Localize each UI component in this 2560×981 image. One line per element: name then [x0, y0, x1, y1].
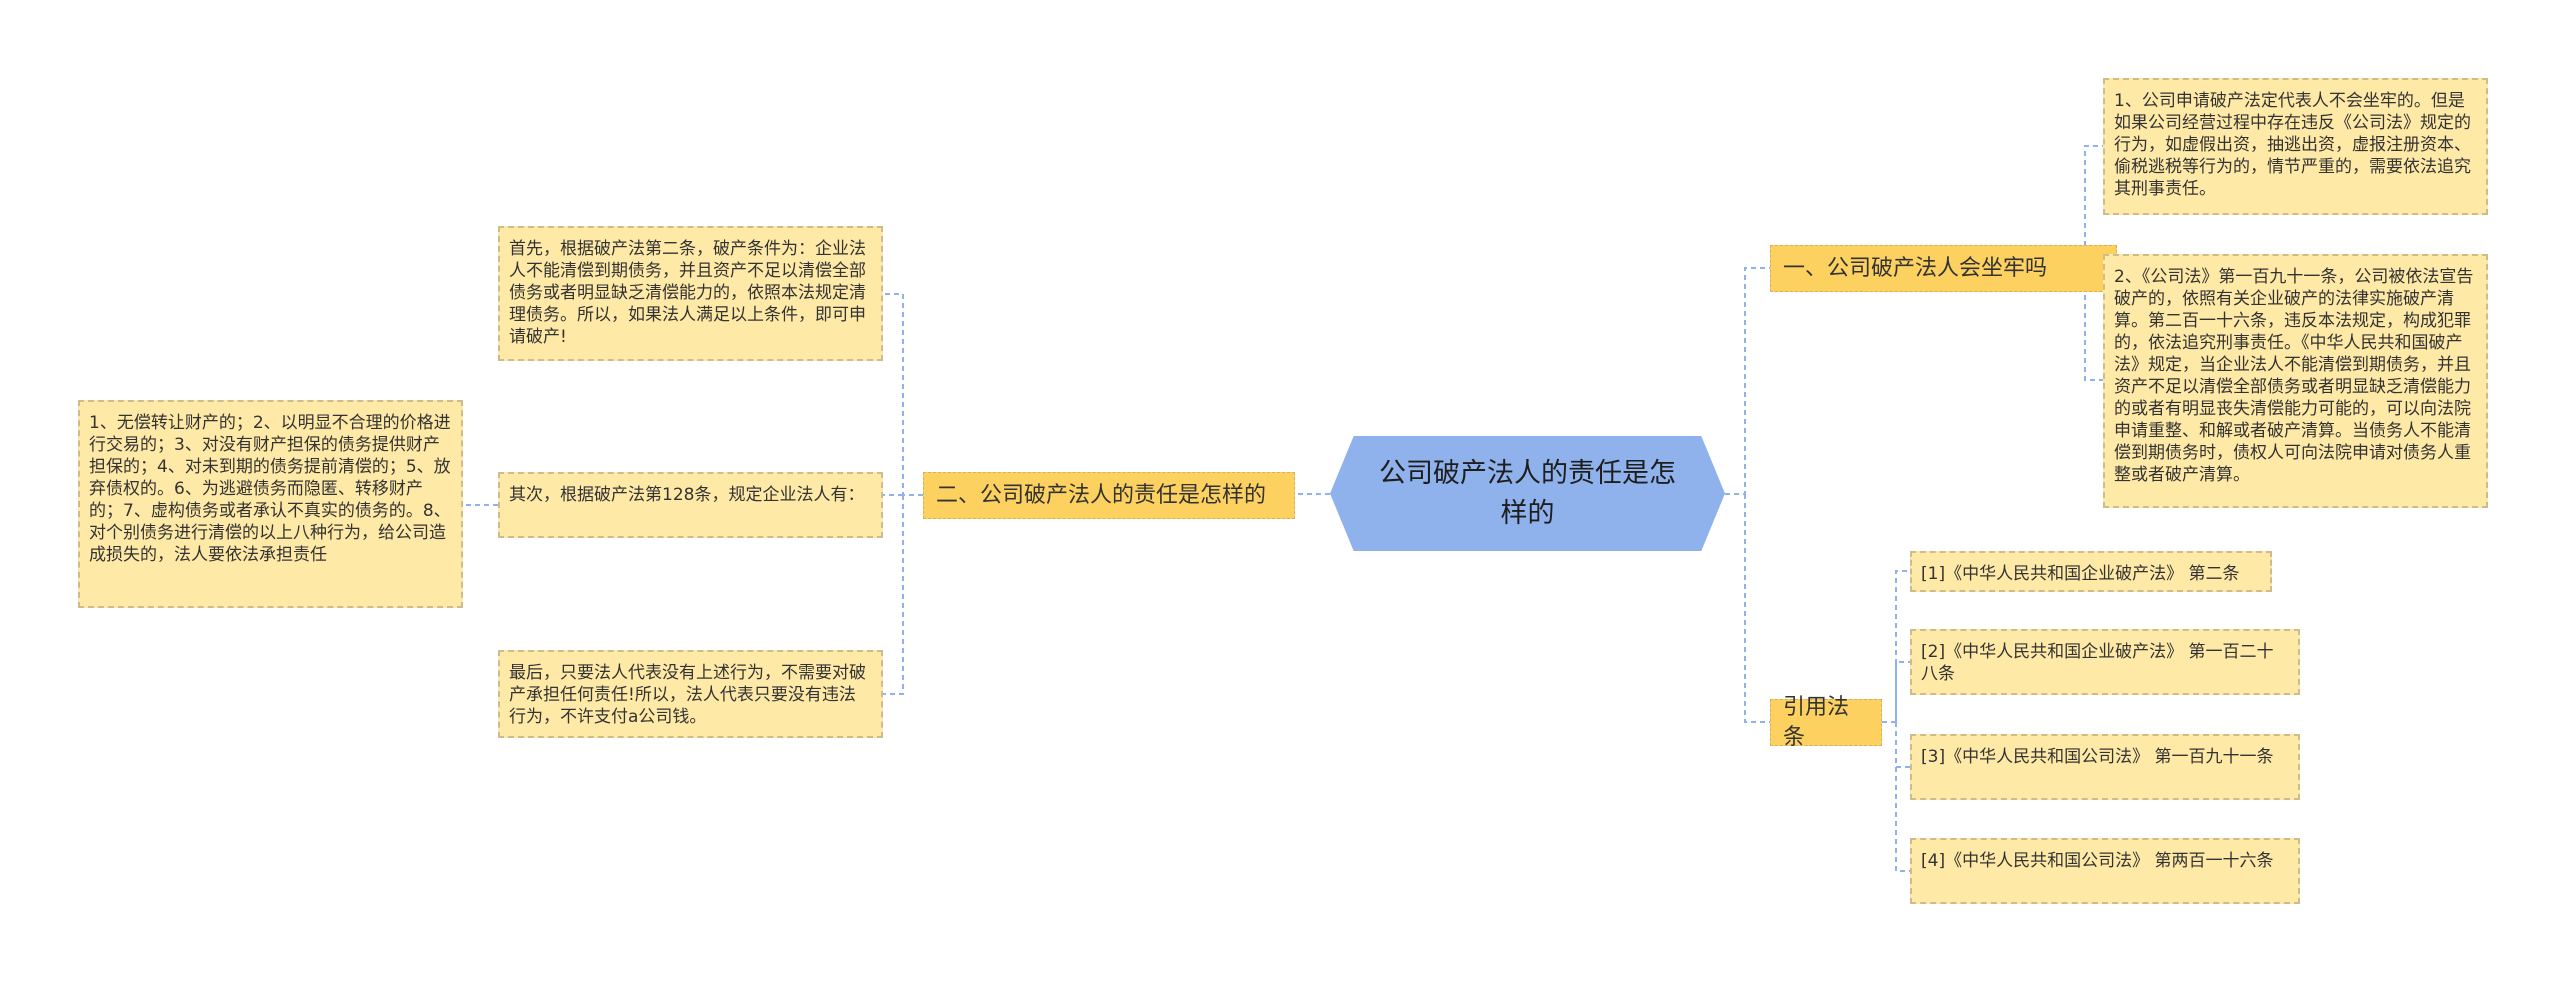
leaf-citation-2[interactable]: [2]《中华人民共和国企业破产法》 第一百二十八条 — [1910, 629, 2300, 695]
leaf-text: 首先，根据破产法第二条，破产条件为：企业法人不能清偿到期债务，并且资产不足以清偿… — [509, 239, 866, 347]
leaf-text: [4]《中华人民共和国公司法》 第两百一十六条 — [1921, 851, 2274, 871]
leaf-eight-prohibited-acts[interactable]: 1、无偿转让财产的；2、以明显不合理的价格进行交易的；3、对没有财产担保的债务提… — [78, 400, 463, 608]
leaf-text: 1、无偿转让财产的；2、以明显不合理的价格进行交易的；3、对没有财产担保的债务提… — [89, 413, 451, 565]
leaf-citation-3[interactable]: [3]《中华人民共和国公司法》 第一百九十一条 — [1910, 734, 2300, 800]
connector-branch3-citation3 — [1895, 722, 1910, 768]
leaf-text: [3]《中华人民共和国公司法》 第一百九十一条 — [1921, 747, 2274, 767]
leaf-jail-answer-1[interactable]: 1、公司申请破产法定代表人不会坐牢的。但是如果公司经营过程中存在违反《公司法》规… — [2103, 78, 2488, 215]
connector-branch3-citation2 — [1895, 661, 1910, 722]
root-topic-label: 公司破产法人的责任是怎样的 — [1379, 457, 1676, 529]
leaf-text: 最后，只要法人代表没有上述行为，不需要对破产承担任何责任!所以，法人代表只要没有… — [509, 663, 866, 727]
connector-branch2-leaf1 — [883, 293, 923, 496]
root-topic[interactable]: 公司破产法人的责任是怎样的 — [1330, 436, 1725, 551]
branch-liability-of-legal-person[interactable]: 二、公司破产法人的责任是怎样的 — [923, 472, 1295, 519]
branch-cited-statutes[interactable]: 引用法条 — [1770, 695, 1882, 750]
connector-root-branch1 — [1725, 267, 1770, 495]
branch-will-legal-person-go-to-jail[interactable]: 一、公司破产法人会坐牢吗 — [1770, 245, 2117, 292]
connector-branch2-leaf3 — [883, 495, 904, 695]
leaf-text: 1、公司申请破产法定代表人不会坐牢的。但是如果公司经营过程中存在违反《公司法》规… — [2114, 91, 2471, 199]
branch-label: 引用法条 — [1783, 694, 1850, 750]
leaf-jail-answer-2[interactable]: 2、《公司法》第一百九十一条，公司被依法宣告破产的，依照有关企业破产的法律实施破… — [2103, 254, 2488, 508]
leaf-second-article-128[interactable]: 其次，根据破产法第128条，规定企业法人有： — [498, 472, 883, 538]
leaf-text: 2、《公司法》第一百九十一条，公司被依法宣告破产的，依照有关企业破产的法律实施破… — [2114, 267, 2474, 485]
branch-label: 二、公司破产法人的责任是怎样的 — [936, 482, 1267, 508]
leaf-citation-4[interactable]: [4]《中华人民共和国公司法》 第两百一十六条 — [1910, 838, 2300, 904]
leaf-text: [1]《中华人民共和国企业破产法》 第二条 — [1921, 564, 2240, 584]
branch-label: 一、公司破产法人会坐牢吗 — [1783, 255, 2048, 281]
connector-branch3-citation4 — [1895, 722, 1910, 872]
leaf-text: [2]《中华人民共和国企业破产法》 第一百二十八条 — [1921, 642, 2274, 684]
leaf-finally-no-liability[interactable]: 最后，只要法人代表没有上述行为，不需要对破产承担任何责任!所以，法人代表只要没有… — [498, 650, 883, 738]
connector-branch1-leaf1 — [2084, 145, 2117, 269]
leaf-first-bankruptcy-conditions[interactable]: 首先，根据破产法第二条，破产条件为：企业法人不能清偿到期债务，并且资产不足以清偿… — [498, 226, 883, 361]
connector-branch3-citation1 — [1882, 570, 1910, 723]
connector-root-branch3 — [1744, 494, 1770, 723]
leaf-text: 其次，根据破产法第128条，规定企业法人有： — [509, 485, 865, 505]
connector-branch1-leaf2 — [2084, 268, 2103, 381]
leaf-citation-1[interactable]: [1]《中华人民共和国企业破产法》 第二条 — [1910, 551, 2272, 592]
